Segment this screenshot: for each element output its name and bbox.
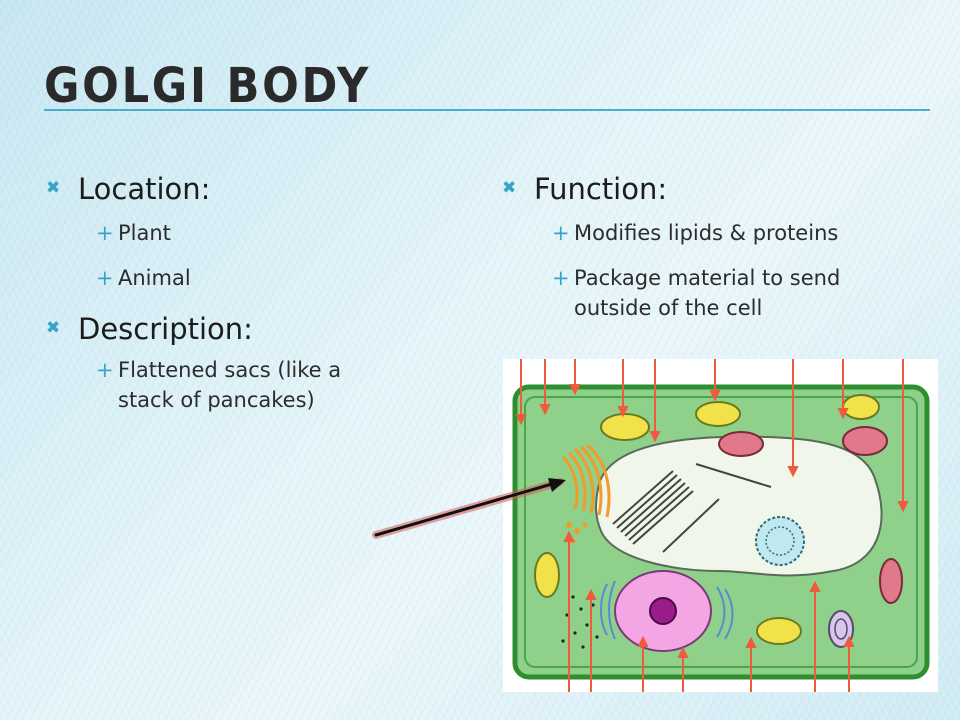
plus-bullet-icon: + <box>96 220 114 245</box>
vacuole-crystals <box>612 463 772 553</box>
x-bullet-icon: ✖ <box>46 178 61 198</box>
cell-membrane <box>524 396 918 668</box>
function-item-line-2: outside of the cell <box>574 295 763 320</box>
function-heading: ✖ Function: <box>500 172 920 207</box>
golgi-body <box>561 443 611 518</box>
pointer-arrowhead <box>548 478 566 492</box>
location-heading: ✖ Location: <box>44 172 464 207</box>
mitochondria <box>718 426 903 604</box>
description-item-line-2: stack of pancakes) <box>118 387 315 412</box>
function-heading-text: Function: <box>534 172 668 206</box>
location-item-animal: + Animal <box>44 264 464 293</box>
endoplasmic-reticulum <box>600 580 734 640</box>
x-bullet-icon: ✖ <box>46 317 61 338</box>
left-column: ✖ Location: + Plant + Animal ✖ Descripti… <box>44 172 464 415</box>
title-underline <box>44 109 930 111</box>
location-heading-text: Location: <box>78 172 211 206</box>
ribosomes <box>561 595 599 649</box>
x-bullet-icon: ✖ <box>502 178 517 198</box>
description-heading: ✖ Description: <box>44 312 464 347</box>
plant-cell-diagram <box>512 359 930 692</box>
plant-cell-image <box>503 359 938 692</box>
plus-bullet-icon: + <box>552 266 570 291</box>
plus-bullet-icon: + <box>552 220 570 245</box>
location-item-text: Animal <box>118 266 191 291</box>
right-column: ✖ Function: + Modifies lipids & proteins… <box>500 172 920 323</box>
function-item-line-1: Package material to send <box>574 266 841 291</box>
description-item-line-1: Flattened sacs (like a <box>118 358 342 383</box>
description-heading-text: Description: <box>78 311 253 346</box>
vacuole <box>595 435 883 577</box>
function-item-text: Modifies lipids & proteins <box>574 220 839 245</box>
pointer-line <box>374 482 554 537</box>
slide-title: Golgi Body <box>44 58 371 114</box>
plus-bullet-icon: + <box>96 266 114 291</box>
location-item-text: Plant <box>118 220 171 245</box>
plus-bullet-icon: + <box>96 358 114 383</box>
function-item-package: + Package material to send outside of th… <box>500 264 920 323</box>
peroxisome <box>828 610 854 648</box>
description-item: + Flattened sacs (like a stack of pancak… <box>44 356 464 415</box>
chloroplasts <box>534 394 880 645</box>
label-arrows <box>515 359 909 692</box>
function-item-modifies: + Modifies lipids & proteins <box>500 219 920 248</box>
druse-crystal <box>755 516 805 566</box>
nucleus <box>614 570 712 652</box>
location-item-plant: + Plant <box>44 219 464 248</box>
